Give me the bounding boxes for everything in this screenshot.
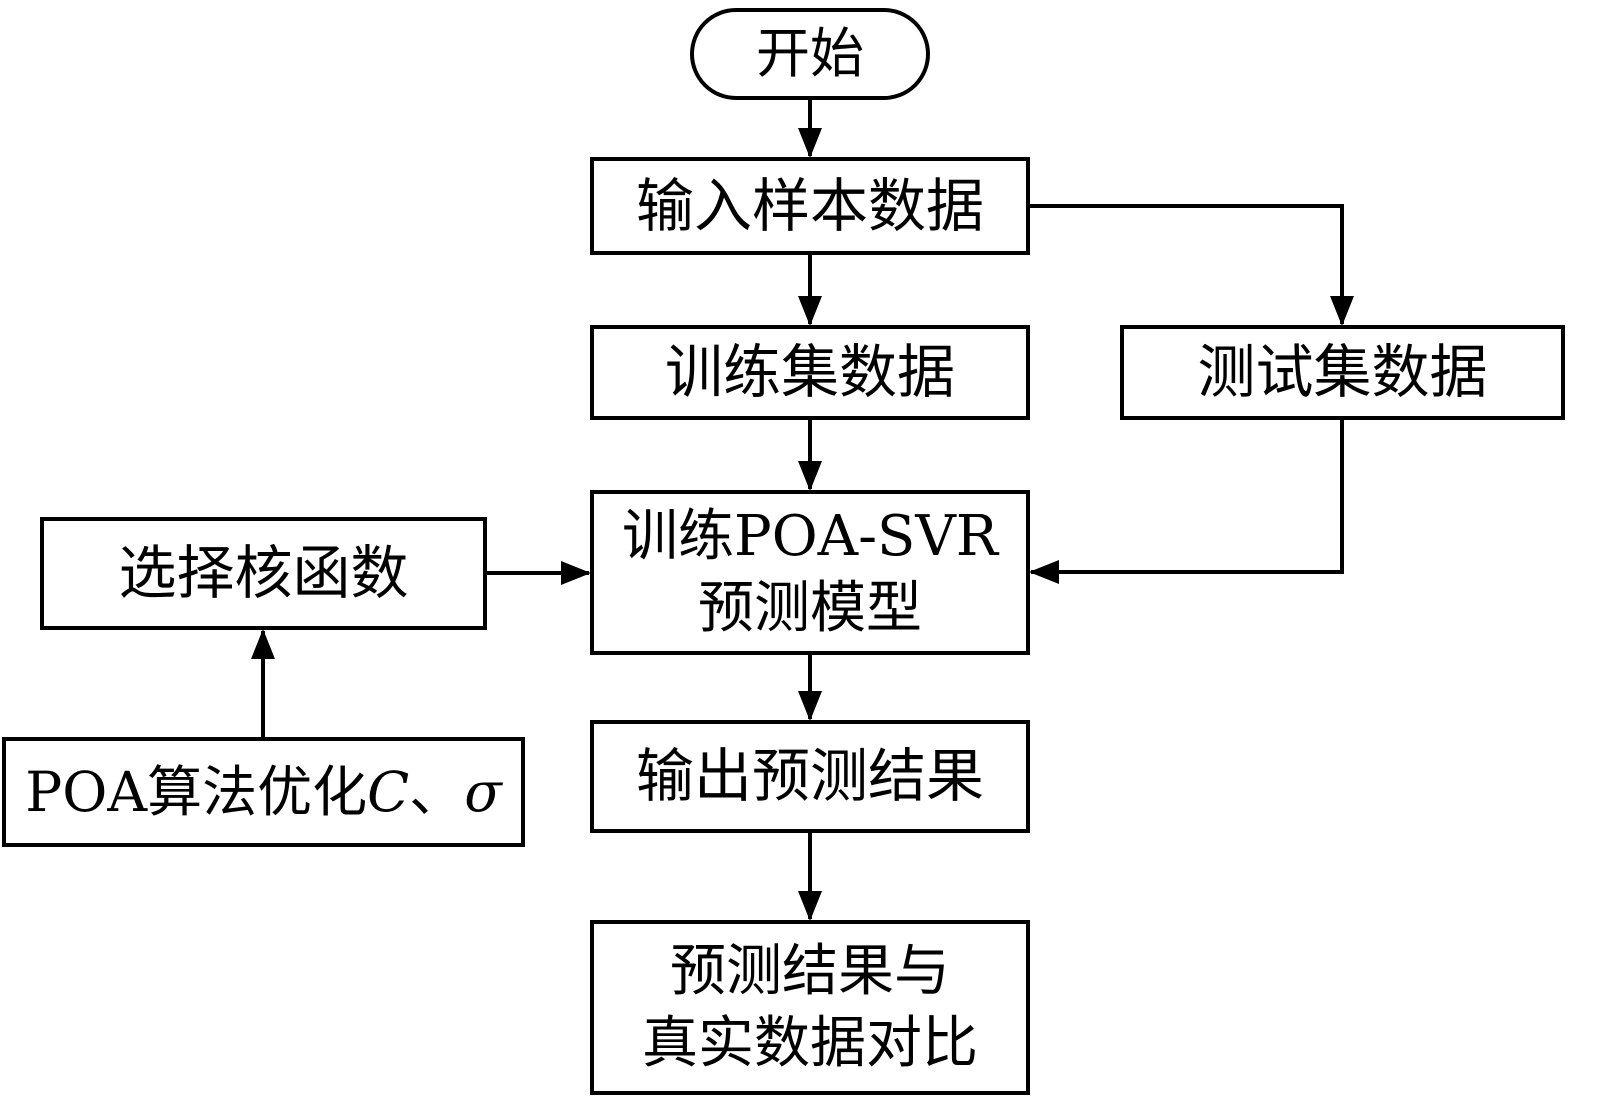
node-output-prediction-result: 输出预测结果 (590, 720, 1030, 833)
node-input-sample-data-label: 输入样本数据 (635, 171, 984, 240)
node-output-prediction-result-label: 输出预测结果 (635, 742, 984, 811)
node-training-set-data-label: 训练集数据 (664, 338, 955, 407)
node-train-poa-svr-model-line2: 预测模型 (698, 575, 922, 641)
node-select-kernel-function-label: 选择核函数 (118, 539, 409, 608)
poa-optimize-var-c: C (367, 759, 410, 824)
arrow-test-to-model (1029, 420, 1344, 584)
node-start-label: 开始 (756, 22, 864, 86)
node-compare-line2: 真实数据对比 (642, 1010, 978, 1076)
node-select-kernel-function: 选择核函数 (40, 517, 487, 630)
node-training-set-data: 训练集数据 (590, 325, 1030, 420)
node-compare-prediction-vs-real: 预测结果与 真实数据对比 (590, 920, 1030, 1095)
node-poa-optimize-params: POA算法优化C、σ (2, 737, 525, 847)
node-start: 开始 (690, 8, 930, 100)
node-train-poa-svr-model-line1: 训练POA-SVR (622, 503, 998, 569)
node-compare-line1: 预测结果与 (670, 938, 950, 1004)
node-input-sample-data: 输入样本数据 (590, 157, 1030, 255)
arrow-input-to-test (1030, 204, 1354, 326)
node-poa-optimize-params-label: POA算法优化C、σ (25, 757, 501, 827)
poa-optimize-var-sigma: σ (464, 759, 502, 824)
node-test-set-data-label: 测试集数据 (1197, 338, 1488, 407)
node-test-set-data: 测试集数据 (1120, 325, 1565, 420)
poa-optimize-prefix: POA算法优化 (25, 759, 368, 824)
node-train-poa-svr-model: 训练POA-SVR 预测模型 (590, 490, 1030, 655)
poa-optimize-separator: 、 (409, 759, 465, 824)
